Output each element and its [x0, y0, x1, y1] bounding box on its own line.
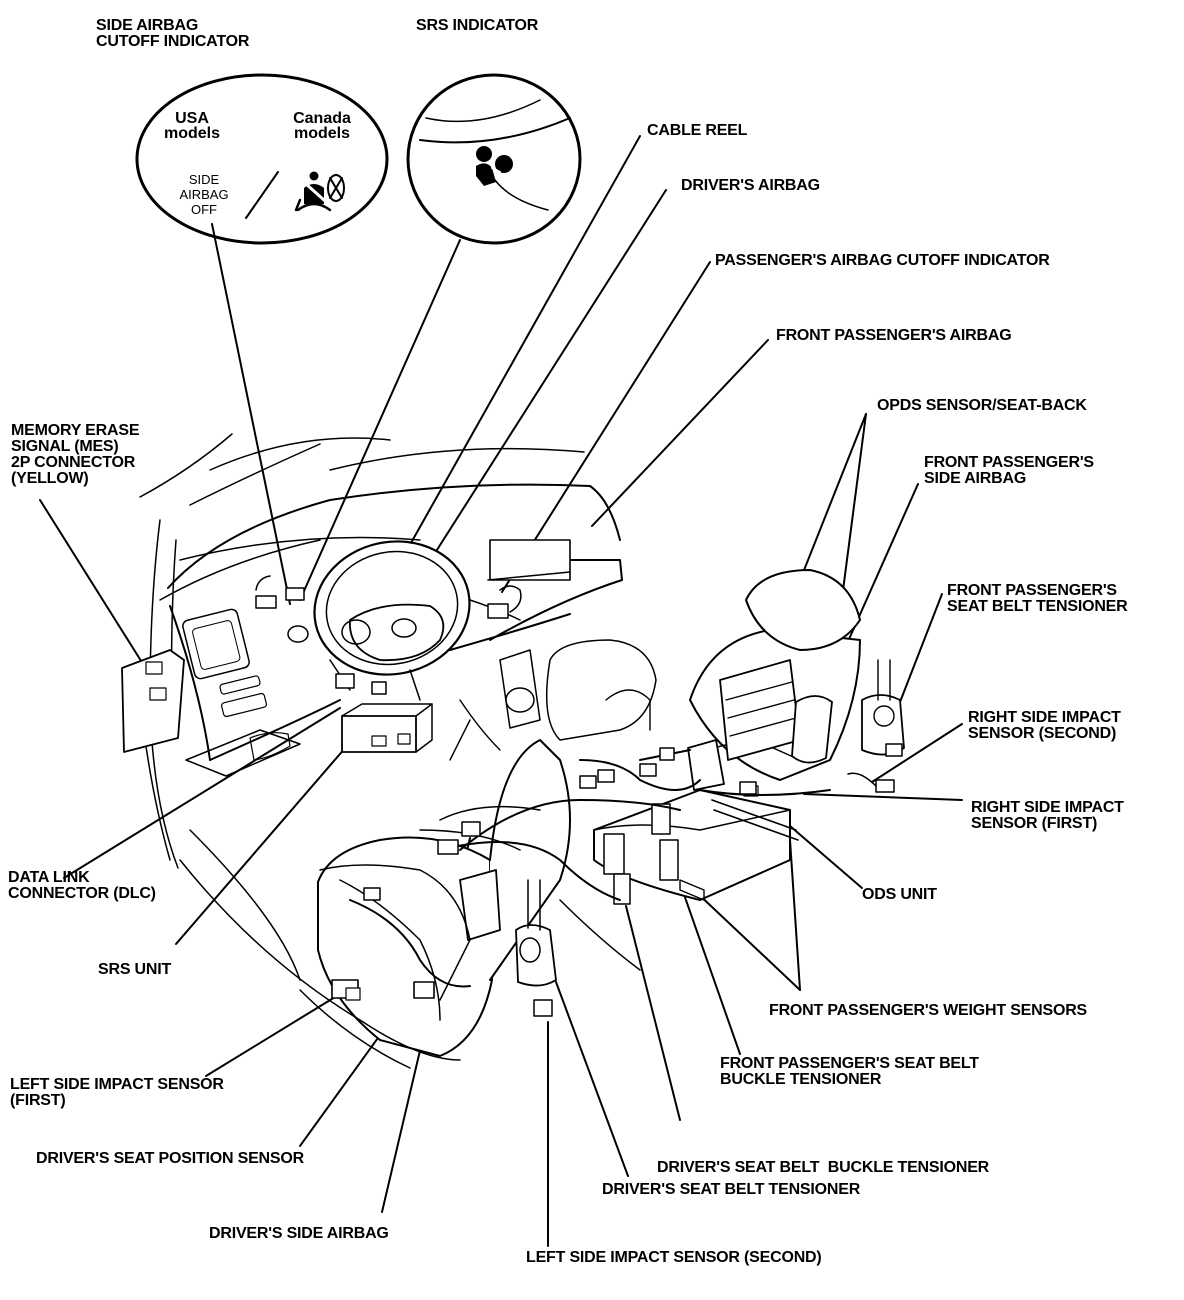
usa-line: USA: [175, 110, 209, 127]
canada-line: Canada: [293, 110, 351, 127]
side-airbag-off-text: SIDE AIRBAG OFF: [172, 172, 236, 217]
models-line: models: [293, 125, 350, 142]
off-line: OFF: [191, 202, 217, 217]
label-front-passengers-airbag: FRONT PASSENGER'S AIRBAG: [776, 327, 1012, 344]
label-drivers-side-airbag: DRIVER'S SIDE AIRBAG: [209, 1225, 389, 1242]
side-line: SIDE: [188, 172, 220, 187]
label-drivers-seat-position-sensor: DRIVER'S SEAT POSITION SENSOR: [36, 1150, 304, 1167]
canada-models-label: Canada models: [284, 110, 360, 142]
side-airbag-inset: [137, 75, 387, 243]
label-cable-reel: CABLE REEL: [647, 122, 748, 139]
label-drivers-seat-belt-buckle-tensioner: DRIVER'S SEAT BELT BUCKLE TENSIONER: [657, 1159, 990, 1176]
usa-models-label: USA models: [160, 110, 224, 142]
label-left-side-impact-sensor-second: LEFT SIDE IMPACT SENSOR (SECOND): [526, 1249, 822, 1266]
label-front-passengers-weight-sensors: FRONT PASSENGER'S WEIGHT SENSORS: [769, 1002, 1088, 1019]
srs-indicator-inset: [408, 75, 580, 243]
airbag-person-icon: [476, 146, 513, 186]
car-interior-illustration: [122, 434, 904, 1068]
label-drivers-airbag: DRIVER'S AIRBAG: [681, 177, 820, 194]
seatbelt-airbag-off-icon: [296, 171, 344, 211]
label-srs-indicator: SRS INDICATOR: [416, 17, 539, 34]
airbag-line: AIRBAG: [179, 187, 229, 202]
models-line: models: [163, 125, 220, 142]
label-drivers-seat-belt-tensioner: DRIVER'S SEAT BELT TENSIONER: [602, 1181, 861, 1198]
label-left-side-impact-sensor-first: LEFT SIDE IMPACT SENSOR(FIRST): [10, 1076, 224, 1109]
label-ods-unit: ODS UNIT: [862, 886, 937, 903]
label-opds-sensor: OPDS SENSOR/SEAT-BACK: [877, 397, 1087, 414]
label-srs-unit: SRS UNIT: [98, 961, 172, 978]
label-passengers-airbag-cutoff-indicator: PASSENGER'S AIRBAG CUTOFF INDICATOR: [715, 252, 1050, 269]
